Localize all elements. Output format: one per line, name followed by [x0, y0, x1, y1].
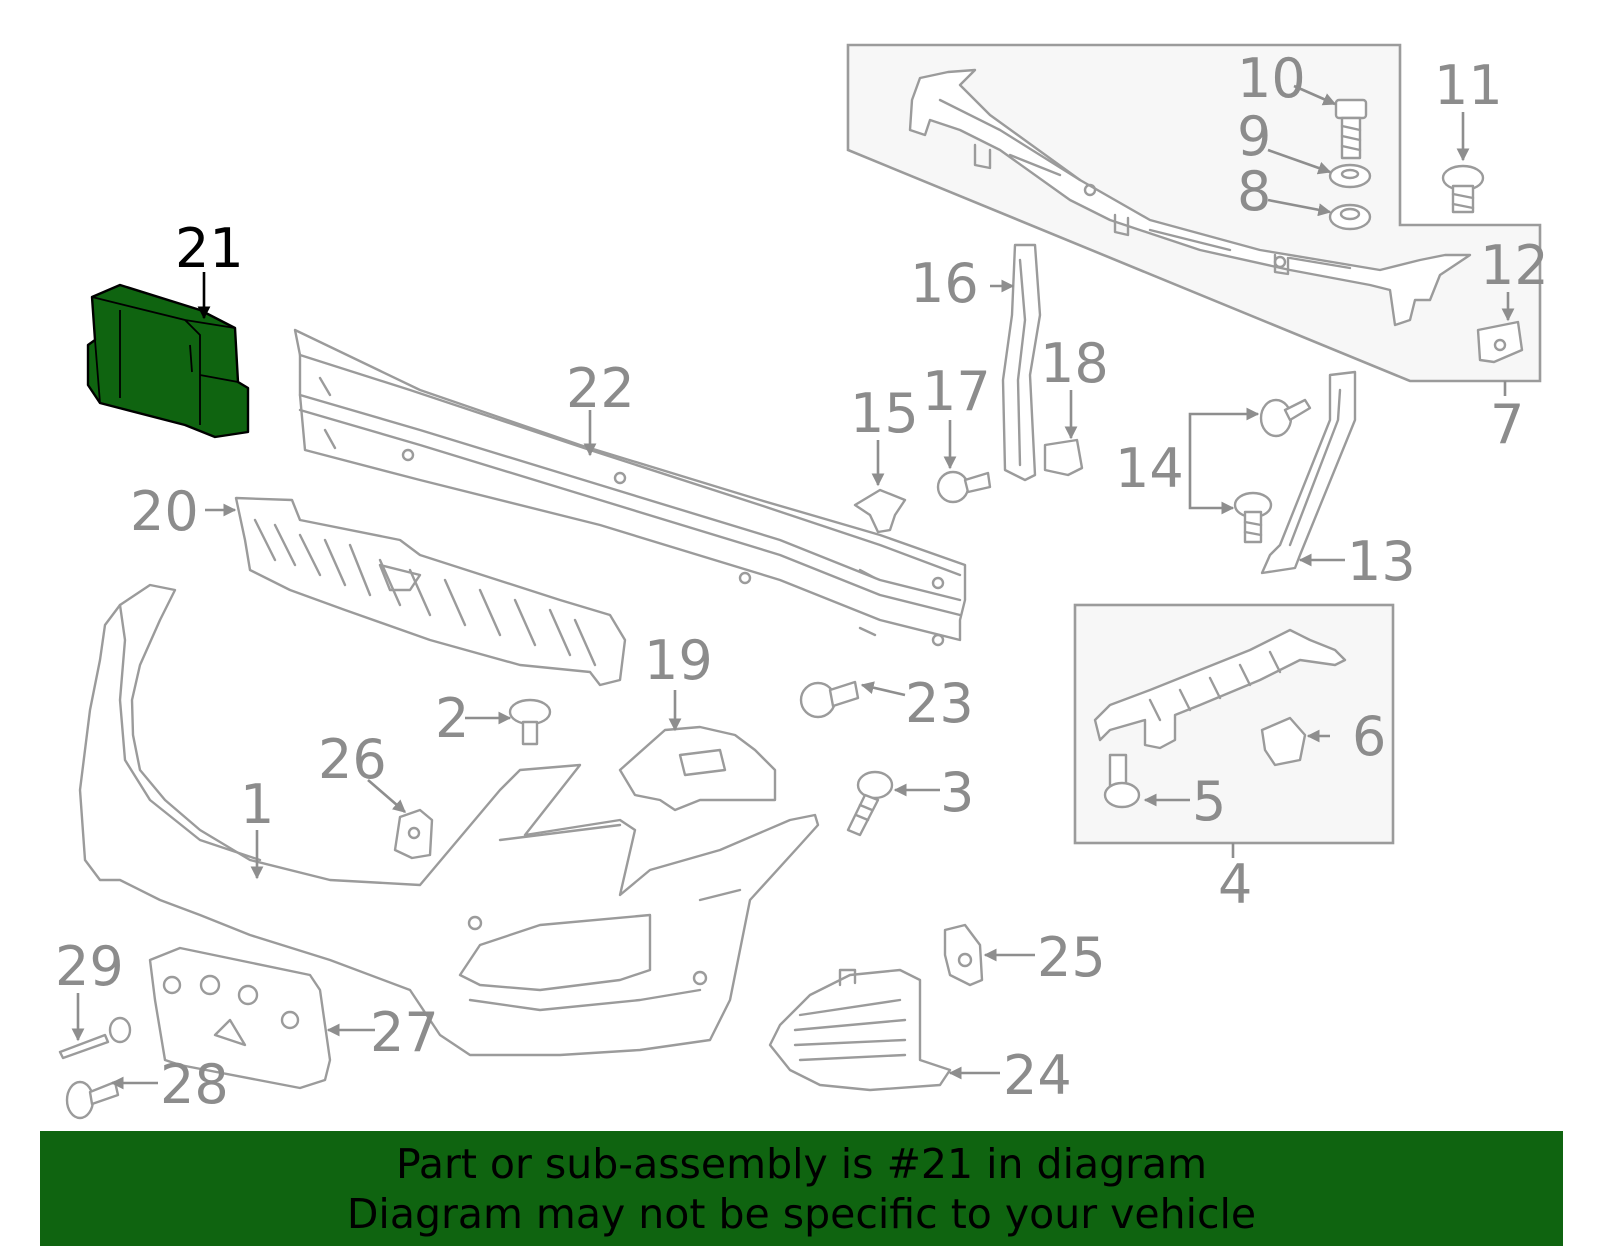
callout-12: 12	[1480, 234, 1549, 297]
nut-8-part	[1328, 203, 1372, 231]
bolt-5-part	[1103, 753, 1141, 809]
clip-2-part	[508, 698, 552, 746]
washer-9-part	[1328, 163, 1372, 189]
highlight-banner: Part or sub-assembly is #21 in diagram D…	[40, 1131, 1563, 1246]
bracket-16-part	[1001, 243, 1042, 482]
bolt-23-part	[799, 680, 860, 719]
callout-22: 22	[566, 357, 635, 420]
clip-6-part	[1260, 716, 1307, 767]
callout-13: 13	[1347, 530, 1416, 593]
bolt-10-part	[1334, 98, 1368, 160]
clip-18-part	[1043, 438, 1084, 477]
bracket-4-part	[1093, 628, 1347, 750]
callout-29: 29	[55, 935, 124, 998]
callout-10: 10	[1237, 47, 1306, 110]
callout-14: 14	[1115, 437, 1184, 500]
bumper-cover-1-part	[78, 583, 820, 1057]
callout-21: 21	[175, 217, 244, 280]
clip-15-part	[853, 488, 907, 534]
callout-23: 23	[905, 672, 974, 735]
grille-20-part	[234, 496, 627, 687]
callout-20: 20	[130, 480, 199, 543]
impact-bar-22-part	[293, 328, 967, 647]
upper-tie-bar-part	[908, 68, 1472, 327]
callout-9: 9	[1237, 105, 1271, 168]
rivet-29-part	[58, 1016, 132, 1060]
callout-28: 28	[160, 1053, 229, 1116]
bolt-14-upper-part	[1259, 398, 1312, 438]
callout-18: 18	[1040, 332, 1109, 395]
callout-27: 27	[370, 1001, 439, 1064]
callout-1: 1	[240, 773, 274, 836]
callout-3: 3	[940, 761, 974, 824]
callout-19: 19	[644, 629, 713, 692]
bracket-26-part	[393, 808, 434, 860]
banner-line-1: Part or sub-assembly is #21 in diagram	[395, 1139, 1208, 1188]
callout-25: 25	[1037, 926, 1106, 989]
callout-6: 6	[1352, 705, 1386, 768]
bracket-13-part	[1260, 370, 1357, 575]
bracket-19-part	[618, 725, 777, 812]
bezel-24-part	[768, 968, 952, 1092]
callout-24: 24	[1003, 1044, 1072, 1107]
callout-11: 11	[1434, 54, 1503, 117]
screw-28-part	[65, 1080, 120, 1120]
bolt-3-part	[846, 770, 894, 837]
callout-2: 2	[435, 687, 469, 750]
sensor-bracket-21-part	[86, 283, 250, 439]
clip-12-part	[1476, 320, 1524, 364]
bolt-17-part	[936, 470, 992, 504]
banner-line-2: Diagram may not be specific to your vehi…	[346, 1189, 1257, 1238]
callout-5: 5	[1192, 770, 1226, 833]
callout-16: 16	[910, 252, 979, 315]
group-box-7	[846, 43, 1542, 383]
bolt-14-lower-part	[1233, 491, 1273, 544]
plate-bracket-27-part	[148, 946, 332, 1090]
callout-7: 7	[1490, 393, 1524, 456]
callout-8: 8	[1237, 160, 1271, 223]
callout-17: 17	[922, 360, 991, 423]
callout-leaders	[71, 84, 1515, 1090]
callout-15: 15	[850, 382, 919, 445]
callout-4: 4	[1218, 853, 1252, 916]
bolt-11-part	[1441, 164, 1485, 214]
callout-26: 26	[318, 728, 387, 791]
